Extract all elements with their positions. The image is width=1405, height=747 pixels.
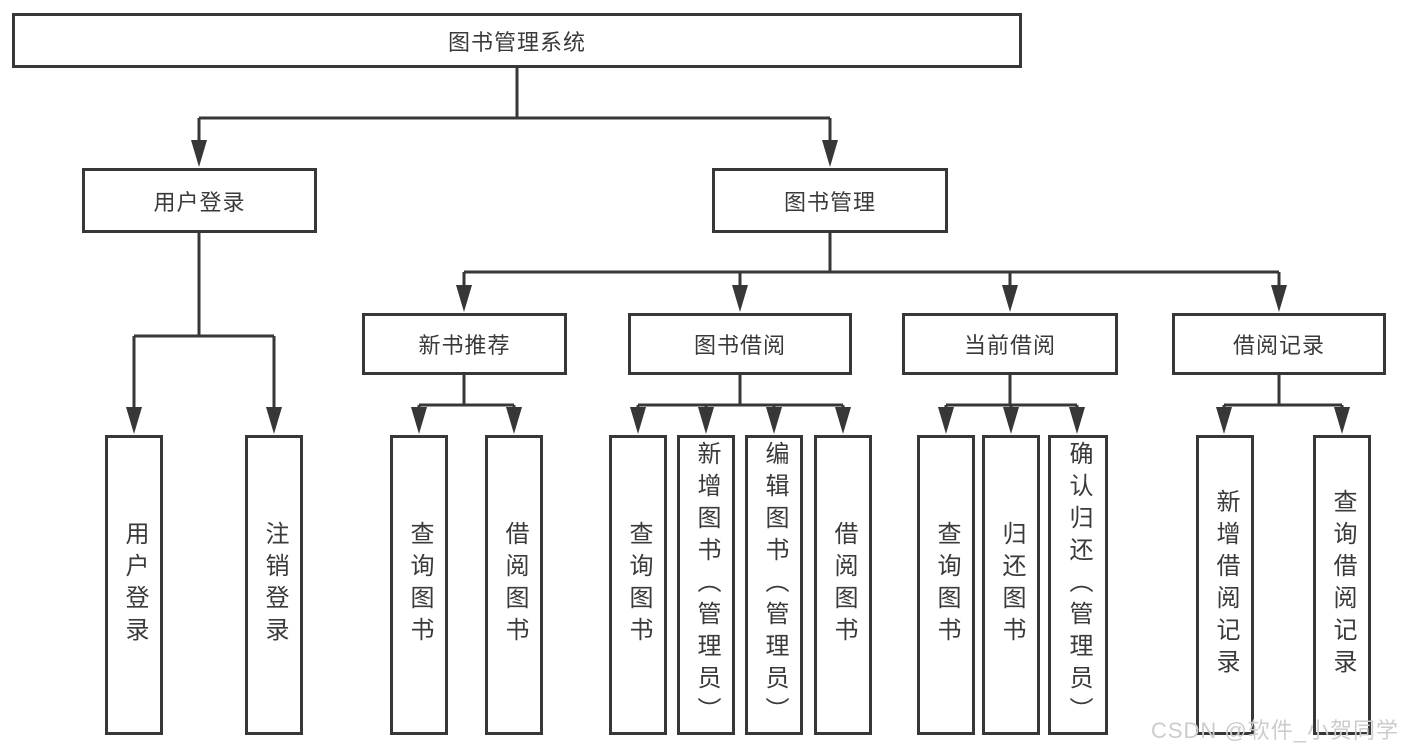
arrow-icon bbox=[411, 407, 427, 434]
arrow-icon bbox=[1216, 407, 1232, 434]
arrow-icon bbox=[191, 140, 207, 167]
leaf-borrow-books: 借阅图书 bbox=[814, 435, 872, 735]
node-label: 编辑图书（管理员） bbox=[761, 441, 788, 729]
node-label: 新增借阅记录 bbox=[1212, 489, 1239, 681]
node-label: 新书推荐 bbox=[418, 333, 511, 358]
node-label: 用户登录 bbox=[121, 521, 148, 649]
node-library-management-system: 图书管理系统 bbox=[12, 13, 1022, 68]
node-new-book-recommendation: 新书推荐 bbox=[362, 313, 567, 375]
node-label: 新增图书（管理员） bbox=[693, 441, 720, 729]
node-label: 当前借阅 bbox=[963, 333, 1056, 358]
node-label: 注销登录 bbox=[261, 521, 288, 649]
arrow-icon bbox=[732, 285, 748, 312]
arrow-icon bbox=[456, 285, 472, 312]
arrow-icon bbox=[506, 407, 522, 434]
node-label: 查询图书 bbox=[406, 521, 433, 649]
connector-shafts bbox=[132, 68, 1344, 414]
node-label: 图书借阅 bbox=[693, 333, 786, 358]
leaf-logout: 注销登录 bbox=[245, 435, 303, 735]
leaf-add-borrow-record: 新增借阅记录 bbox=[1196, 435, 1254, 735]
arrow-icon bbox=[630, 407, 646, 434]
node-label: 查询图书 bbox=[933, 521, 960, 649]
arrow-icon bbox=[1334, 407, 1350, 434]
leaf-borrow-books: 借阅图书 bbox=[485, 435, 543, 735]
node-label: 查询借阅记录 bbox=[1329, 489, 1356, 681]
leaf-return-books: 归还图书 bbox=[982, 435, 1040, 735]
arrow-icon bbox=[698, 407, 714, 434]
arrow-icon bbox=[766, 407, 782, 434]
leaf-query-borrow-record: 查询借阅记录 bbox=[1313, 435, 1371, 735]
node-label: 归还图书 bbox=[998, 521, 1025, 649]
arrow-icon bbox=[1069, 407, 1085, 434]
leaf-add-books-admin: 新增图书（管理员） bbox=[677, 435, 735, 735]
node-borrowing-records: 借阅记录 bbox=[1172, 313, 1386, 375]
arrow-icon bbox=[1002, 285, 1018, 312]
node-label: 图书管理 bbox=[783, 189, 876, 215]
arrow-icon bbox=[1003, 407, 1019, 434]
node-label: 借阅记录 bbox=[1232, 333, 1325, 358]
node-current-borrowing: 当前借阅 bbox=[902, 313, 1118, 375]
arrowheads bbox=[126, 140, 1350, 434]
node-label: 借阅图书 bbox=[501, 521, 528, 649]
leaf-edit-books-admin: 编辑图书（管理员） bbox=[745, 435, 803, 735]
node-label: 查询图书 bbox=[625, 521, 652, 649]
node-user-login: 用户登录 bbox=[82, 168, 317, 233]
node-book-borrowing: 图书借阅 bbox=[628, 313, 852, 375]
arrow-icon bbox=[266, 407, 282, 434]
node-label: 用户登录 bbox=[153, 189, 246, 215]
leaf-user-login: 用户登录 bbox=[105, 435, 163, 735]
node-book-management: 图书管理 bbox=[712, 168, 948, 233]
node-label: 确认归还（管理员） bbox=[1065, 441, 1092, 729]
leaf-confirm-return-admin: 确认归还（管理员） bbox=[1048, 435, 1108, 735]
arrow-icon bbox=[1271, 285, 1287, 312]
leaf-query-books: 查询图书 bbox=[609, 435, 667, 735]
node-label: 图书管理系统 bbox=[447, 29, 586, 55]
arrow-icon bbox=[835, 407, 851, 434]
leaf-query-books: 查询图书 bbox=[390, 435, 448, 735]
node-label: 借阅图书 bbox=[830, 521, 857, 649]
arrow-icon bbox=[938, 407, 954, 434]
leaf-query-books: 查询图书 bbox=[917, 435, 975, 735]
watermark: CSDN @软件_小贺同学 bbox=[1150, 718, 1399, 743]
arrow-icon bbox=[126, 407, 142, 434]
arrow-icon bbox=[822, 140, 838, 167]
